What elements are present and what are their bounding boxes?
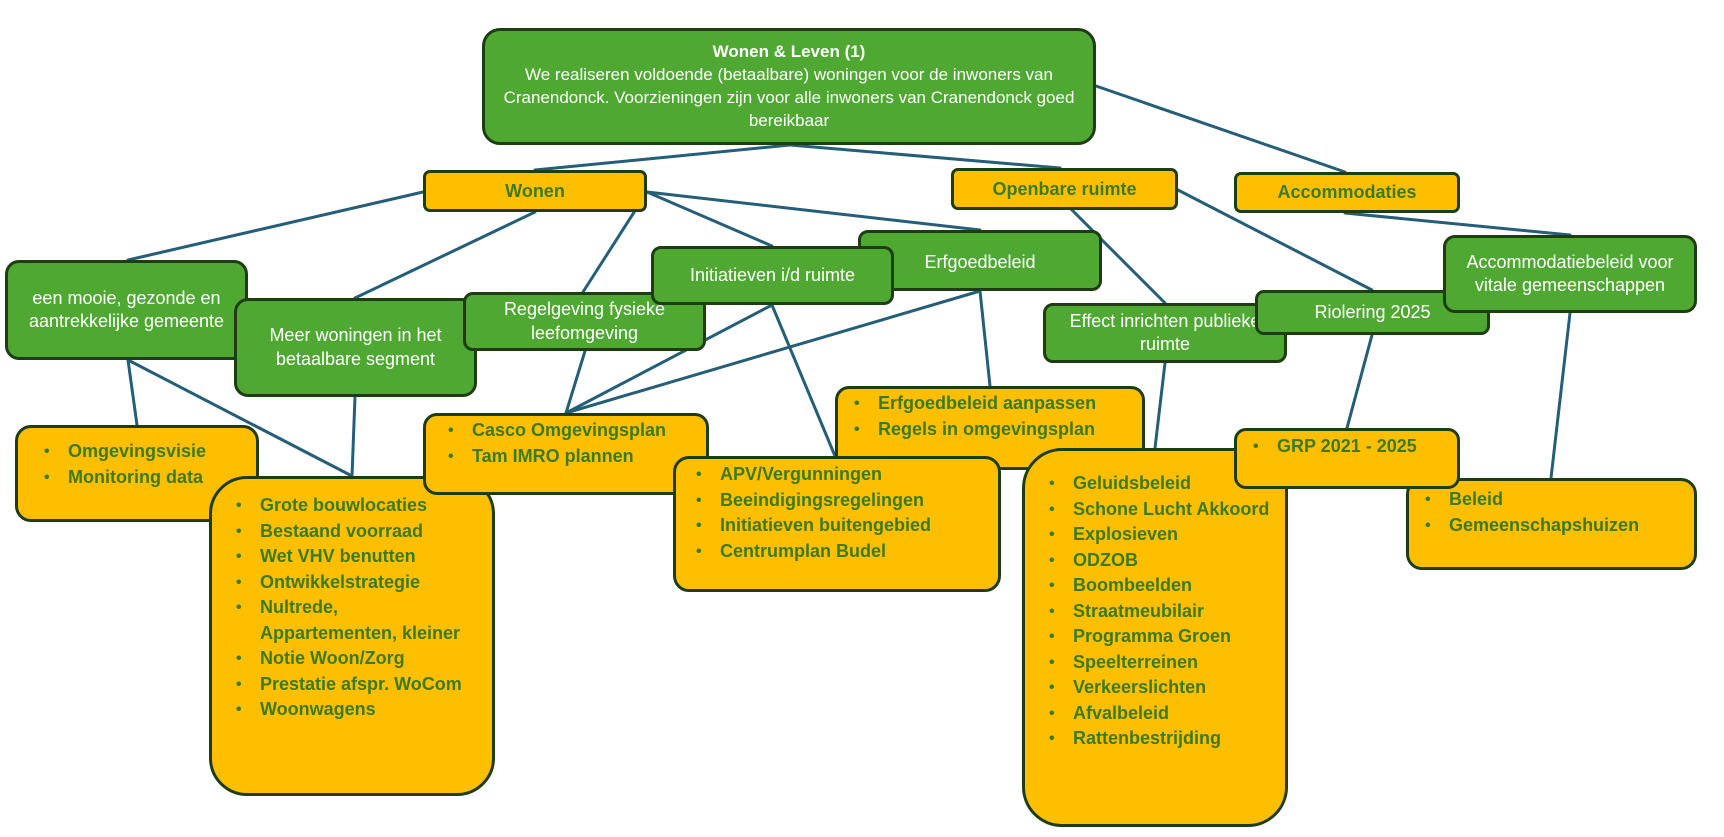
list-omgevingsvisie: Omgevingsvisie Monitoring data <box>15 425 259 522</box>
theme-initiatieven: Initiatieven i/d ruimte <box>651 246 894 305</box>
connector-line <box>1153 361 1167 450</box>
list-item: Programma Groen <box>1045 624 1273 650</box>
top-goal-box: Wonen & Leven (1) We realiseren voldoend… <box>482 28 1096 145</box>
list-item: Wet VHV benutten <box>232 544 474 570</box>
connector-line <box>353 210 537 300</box>
list-item: Prestatie afspr. WoCom <box>232 672 474 698</box>
connector-line <box>645 190 982 232</box>
list-item: Speelterreinen <box>1045 650 1273 676</box>
list-item: Ontwikkelstrategie <box>232 570 474 596</box>
list-item: Schone Lucht Akkoord <box>1045 497 1273 523</box>
category-accommodaties: Accommodaties <box>1234 172 1460 213</box>
theme-meer-woningen-label: Meer woningen in het betaalbare segment <box>269 325 442 369</box>
list-item: Casco Omgevingsplan <box>444 418 696 444</box>
list-item: Gemeenschapshuizen <box>1421 513 1684 539</box>
connector-line <box>1343 211 1572 237</box>
theme-gezonde-gemeente-label: een mooie, gezonde en aantrekkelijke gem… <box>28 287 225 331</box>
connector-line <box>564 289 982 415</box>
theme-initiatieven-label: Initiatieven i/d ruimte <box>689 264 856 285</box>
theme-gezonde-gemeente: een mooie, gezonde en aantrekkelijke gem… <box>5 260 248 360</box>
connector-line <box>126 358 139 427</box>
connector-line <box>1549 311 1572 480</box>
list-apv: APV/Vergunningen Beeindigingsregelingen … <box>673 456 1001 592</box>
list-bouwlocaties: Grote bouwlocaties Bestaand voorraad Wet… <box>209 476 495 796</box>
theme-accommodatiebeleid: Accommodatiebeleid voor vitale gemeensch… <box>1443 235 1697 313</box>
theme-regelgeving-label: Regelgeving fysieke leefomgeving <box>503 299 666 343</box>
list-item: ODZOB <box>1045 548 1273 574</box>
list-item: Notie Woon/Zorg <box>232 646 474 672</box>
list-item: Geluidsbeleid <box>1045 471 1273 497</box>
list-item: Bestaand voorraad <box>232 519 474 545</box>
list-grp: GRP 2021 - 2025 <box>1234 428 1460 489</box>
list-item: Explosieven <box>1045 522 1273 548</box>
list-item: Nultrede, Appartementen, kleiner <box>232 595 474 646</box>
list-item: Beeindigingsregelingen <box>692 488 988 514</box>
list-item: Regels in omgevingsplan <box>850 417 1132 443</box>
theme-accommodatiebeleid-label: Accommodatiebeleid voor vitale gemeensch… <box>1466 251 1674 295</box>
theme-erfgoedbeleid-label: Erfgoedbeleid <box>924 252 1036 272</box>
list-item: APV/Vergunningen <box>692 462 988 488</box>
list-item: Rattenbestrijding <box>1045 726 1273 752</box>
connector-line <box>126 358 354 478</box>
theme-riolering-label: Riolering 2025 <box>1314 301 1431 322</box>
connector-line <box>788 143 1062 170</box>
list-item: Erfgoedbeleid aanpassen <box>850 391 1132 417</box>
connector-line <box>126 190 425 262</box>
category-openbare-ruimte: Openbare ruimte <box>951 168 1178 210</box>
list-item: Boombeelden <box>1045 573 1273 599</box>
connector-line <box>533 143 792 172</box>
connector-line <box>1068 206 1167 305</box>
connector-line <box>350 395 357 478</box>
category-wonen: Wonen <box>423 170 647 212</box>
connector-line <box>1094 84 1347 174</box>
list-item: Verkeerslichten <box>1045 675 1273 701</box>
top-goal-title: Wonen & Leven (1) <box>712 41 866 61</box>
list-item: Grote bouwlocaties <box>232 493 474 519</box>
connector-line <box>645 190 774 248</box>
list-item: Straatmeubilair <box>1045 599 1273 625</box>
theme-effect-inrichten-label: Effect inrichten publieke ruimte <box>1069 310 1261 354</box>
connector-line <box>978 289 992 388</box>
list-omgevingsplan: Casco Omgevingsplan Tam IMRO plannen <box>423 413 709 495</box>
connector-line <box>564 349 587 415</box>
connector-line <box>1345 333 1374 430</box>
list-item: Woonwagens <box>232 697 474 723</box>
list-item: Tam IMRO plannen <box>444 444 696 470</box>
list-item: Omgevingsvisie <box>40 439 246 465</box>
theme-meer-woningen: Meer woningen in het betaalbare segment <box>234 298 477 397</box>
list-item: Initiatieven buitengebied <box>692 513 988 539</box>
list-item: GRP 2021 - 2025 <box>1249 434 1447 460</box>
list-item: Monitoring data <box>40 465 246 491</box>
connector-line <box>1176 188 1374 292</box>
connector-line <box>770 303 837 458</box>
theme-erfgoedbeleid: Erfgoedbeleid <box>858 230 1102 291</box>
list-item: Beleid <box>1421 487 1684 513</box>
connector-line <box>564 303 774 415</box>
list-openbare-ruimte: Geluidsbeleid Schone Lucht Akkoord Explo… <box>1022 448 1288 827</box>
list-item: Afvalbeleid <box>1045 701 1273 727</box>
theme-effect-inrichten: Effect inrichten publieke ruimte <box>1043 303 1287 363</box>
list-item: Centrumplan Budel <box>692 539 988 565</box>
top-goal-description: We realiseren voldoende (betaalbare) won… <box>503 64 1075 131</box>
list-beleid: Beleid Gemeenschapshuizen <box>1406 478 1697 570</box>
